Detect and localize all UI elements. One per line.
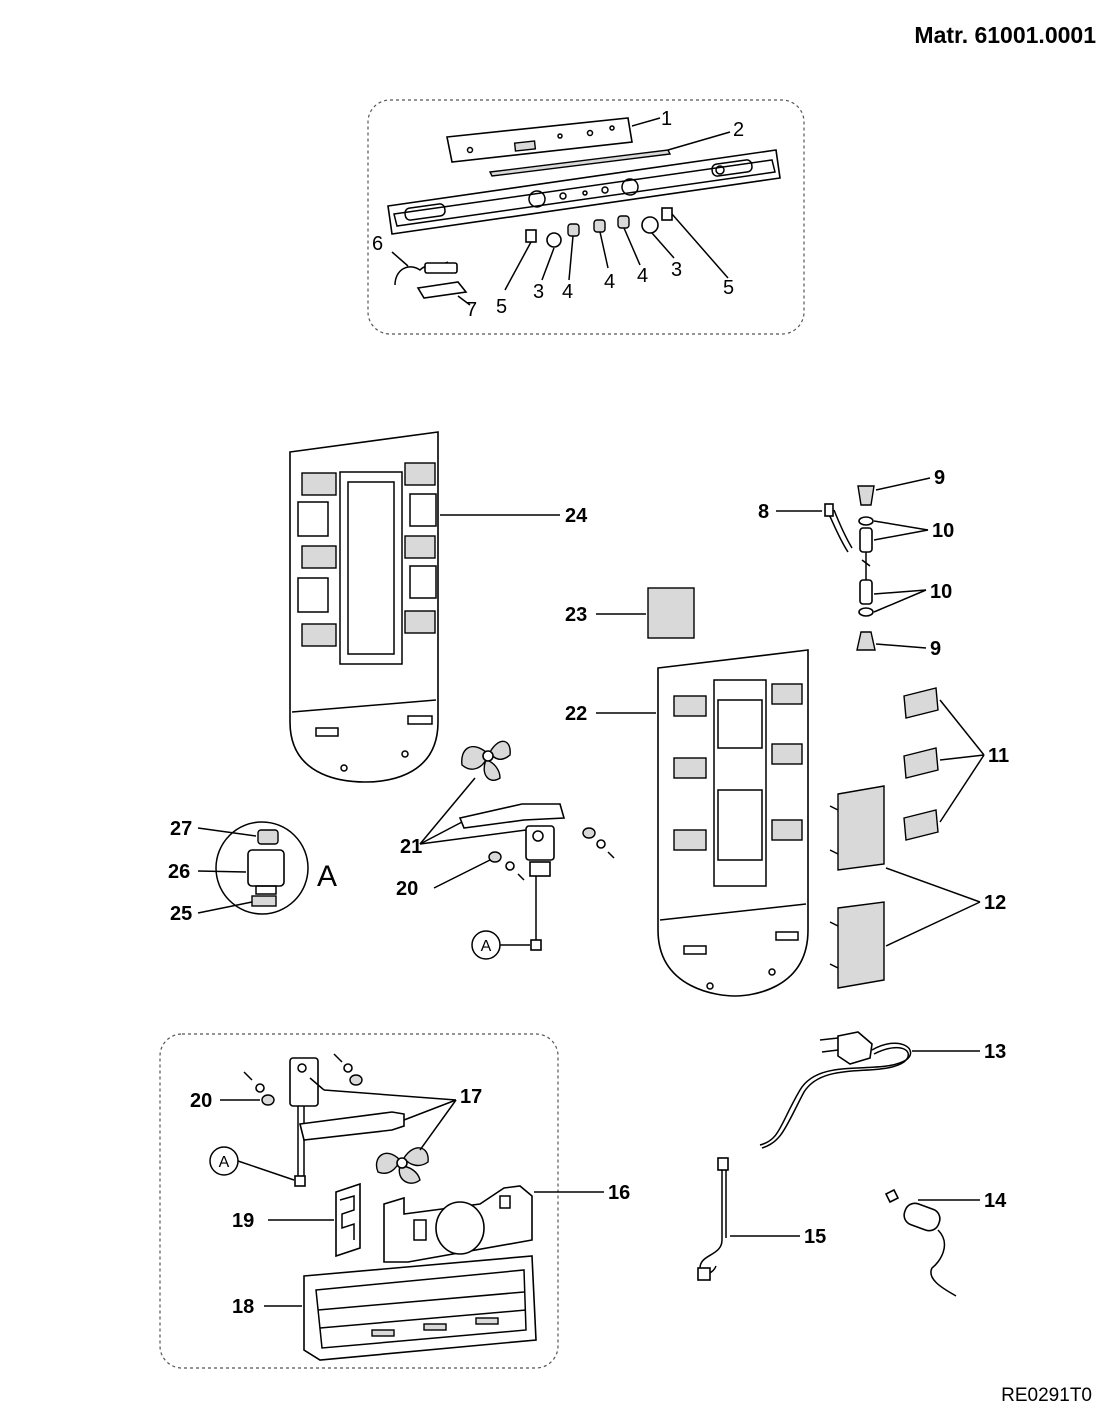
evaporator-housing-16-part [383, 1185, 533, 1263]
label-18: 18 [232, 1296, 254, 1318]
label-1: 1 [661, 108, 672, 130]
pcb-board-part [446, 117, 633, 163]
connector-marker-a-bottom-text: A [219, 1154, 230, 1171]
clip-part [416, 281, 468, 299]
label-16: 16 [608, 1182, 630, 1204]
knob-3a-part [546, 232, 562, 248]
cover-plates-12-part [829, 785, 885, 989]
sensor-14-part [884, 1188, 957, 1297]
detail-letter-a: A [317, 860, 337, 893]
label-25: 25 [170, 903, 192, 925]
label-4a: 4 [562, 281, 573, 303]
fan-assembly-21-part [458, 740, 615, 951]
label-3a: 3 [533, 281, 544, 303]
label-4c: 4 [637, 265, 648, 287]
control-panel-group: 1 2 3 3 4 4 4 5 5 6 7 [367, 99, 805, 335]
material-number: Matr. 61001.0001 [914, 22, 1096, 48]
label-15: 15 [804, 1226, 826, 1248]
label-7: 7 [466, 299, 477, 321]
label-10a: 10 [932, 520, 954, 542]
thermostat-bulb-part [424, 262, 458, 274]
lamp-assembly-part [824, 485, 876, 651]
label-5a: 5 [496, 296, 507, 318]
connector-marker-a-middle-text: A [481, 938, 492, 955]
label-19: 19 [232, 1210, 254, 1232]
label-23: 23 [565, 604, 587, 626]
label-11: 11 [988, 745, 1009, 767]
label-27: 27 [170, 818, 192, 840]
drip-tray-18-part [303, 1255, 537, 1361]
button-5b-part [661, 207, 673, 221]
knob-4c-part [617, 215, 630, 229]
group-frame-top [367, 99, 805, 335]
electrical-parts-group: 13 14 15 [697, 1031, 1007, 1297]
label-6: 6 [372, 233, 383, 255]
label-9a: 9 [934, 467, 945, 489]
label-20b: 20 [190, 1090, 212, 1112]
label-sticker-23-part [647, 587, 695, 639]
label-10b: 10 [930, 581, 952, 603]
strip-part [488, 149, 672, 177]
label-8: 8 [758, 501, 769, 523]
label-20a: 20 [396, 878, 418, 900]
power-cord-13-part [759, 1031, 912, 1149]
control-panel-bar-part [387, 149, 781, 235]
vent-grilles-11-part [903, 687, 939, 841]
liner-panel-24-part [289, 431, 439, 783]
drawing-code: RE0291T0 [1001, 1385, 1092, 1406]
group-frame-bottom [159, 1033, 559, 1369]
knobs-row [525, 207, 673, 248]
label-22: 22 [565, 703, 587, 725]
knob-4b-part [593, 219, 606, 233]
label-26: 26 [168, 861, 190, 883]
relay-detail-part [215, 821, 309, 915]
liner-panel-22-part [657, 649, 809, 997]
knob-3b-part [641, 216, 659, 234]
label-13: 13 [984, 1041, 1006, 1063]
label-17: 17 [460, 1086, 482, 1108]
label-5b: 5 [723, 277, 734, 299]
label-24: 24 [565, 505, 588, 527]
knob-4a-part [567, 223, 580, 237]
label-2: 2 [733, 119, 744, 141]
label-9b: 9 [930, 638, 941, 660]
label-21: 21 [400, 836, 422, 858]
evaporator-group: 17 20 A 19 16 [159, 1033, 630, 1369]
inner-liner-group: 24 23 8 9 9 [168, 431, 1009, 997]
label-12: 12 [984, 892, 1006, 914]
label-4b: 4 [604, 271, 615, 293]
button-5a-part [525, 229, 537, 243]
evaporator-coil-19-part [335, 1182, 361, 1258]
sensor-wire-15-part [697, 1157, 729, 1281]
label-14: 14 [984, 1190, 1007, 1212]
label-3b: 3 [671, 259, 682, 281]
